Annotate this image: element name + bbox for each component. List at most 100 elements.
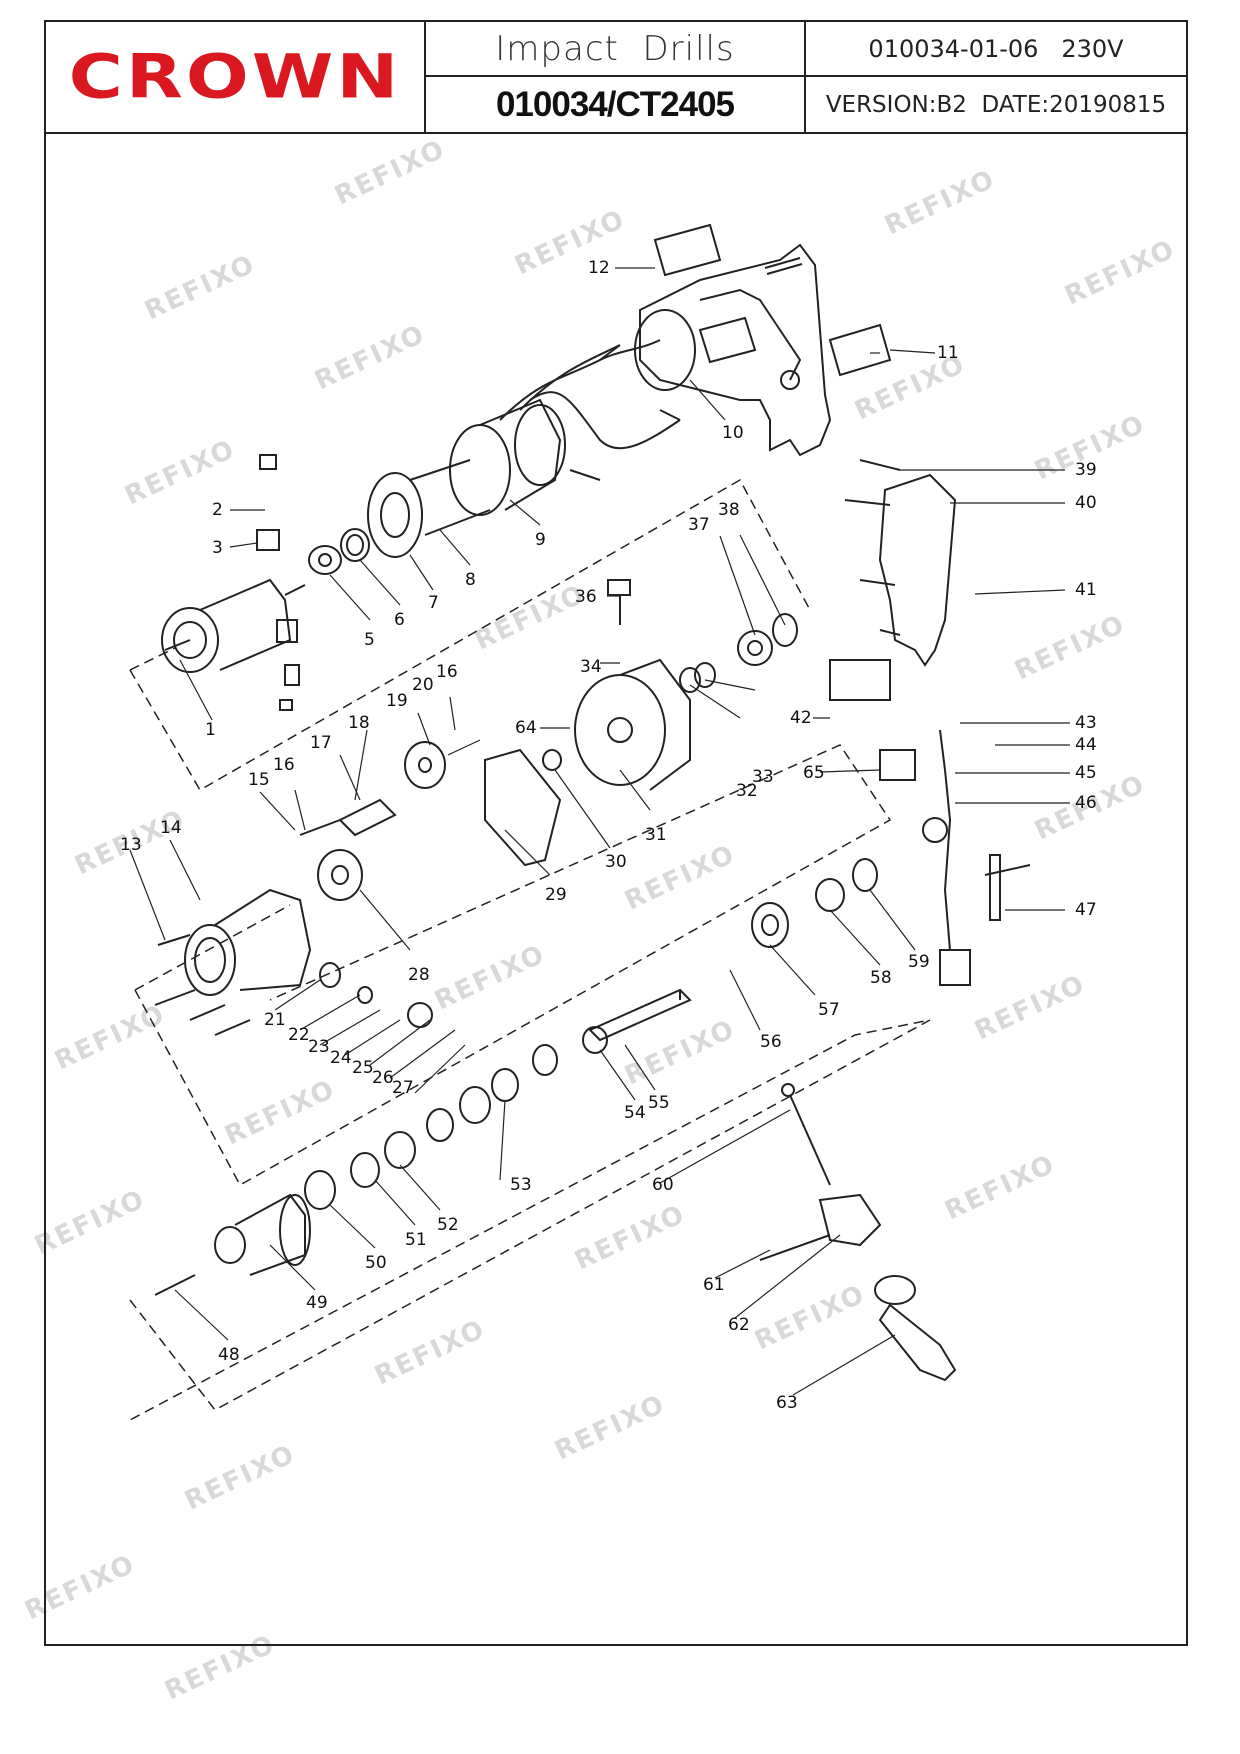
part-label: 23 [308,1037,330,1057]
part-label: 17 [310,733,332,753]
part-label: 46 [1075,793,1097,813]
part-label: 9 [535,530,546,550]
part-label: 28 [408,965,430,985]
product-title: Impact Drills [495,28,735,69]
part-labels: 1 2 3 5 6 7 8 9 10 11 12 13 14 15 16 16 … [120,258,1097,1413]
ring-part-38 [772,613,798,647]
part-label: 19 [386,691,408,711]
circlip-part-50 [304,1170,336,1210]
part-label: 58 [870,968,892,988]
bush-part-30 [542,749,562,771]
leader-lines [129,267,1070,1396]
screw-part-39 [859,459,901,471]
part-label: 29 [545,885,567,905]
bearing-part-37 [737,630,773,666]
model-number: 010034/CT2405 [495,84,735,124]
part-label: 53 [510,1175,532,1195]
chuck-key-part-47 [989,854,1001,921]
part-label: 41 [1075,580,1097,600]
part-label: 11 [937,343,959,363]
screw-part-8 [424,509,491,536]
part-label: 44 [1075,735,1097,755]
power-cord-part-45 [939,729,952,951]
front-housing-part-14 [184,888,312,996]
washer-part-32 [679,667,701,693]
part-label: 8 [465,570,476,590]
part-label: 10 [722,423,744,443]
rod-part-61 [759,1234,831,1261]
part-label: 20 [412,675,434,695]
part-label: 57 [818,1000,840,1020]
gear-part-19 [404,741,446,789]
part-label: 51 [405,1230,427,1250]
part-label: 61 [703,1275,725,1295]
part-label: 63 [776,1393,798,1413]
part-label: 5 [364,630,375,650]
ring-part-6 [340,528,370,562]
stator-part-9 [449,339,681,516]
bearing-part-57 [751,902,789,948]
part-label: 50 [365,1253,387,1273]
part-label: 27 [392,1078,414,1098]
part-label: 1 [205,720,216,740]
part-label: 18 [348,713,370,733]
part-label: 16 [436,662,458,682]
label-part-11 [828,323,892,377]
model-number-cell: 010034/CT2405 [426,77,806,132]
capacitor-part-65 [879,749,916,781]
part-label: 52 [437,1215,459,1235]
part-label: 14 [160,818,182,838]
version-date: VERSION:B2 DATE:20190815 [825,91,1167,118]
part-label: 22 [288,1025,310,1045]
part-label: 13 [120,835,142,855]
product-title-cell: Impact Drills [426,22,806,77]
handle-cover-part-40 [844,459,957,667]
part-label: 37 [688,515,710,535]
gearbox-part-31 [574,658,691,791]
plug [939,949,971,986]
part-label: 65 [803,763,825,783]
part-label: 32 [736,781,758,801]
part-label: 26 [372,1068,394,1088]
part-label: 24 [330,1048,352,1068]
ring-part-56 [532,1044,558,1076]
part-label: 62 [728,1315,750,1335]
disc [874,1275,916,1305]
gear-part-59 [852,858,878,892]
title-block: CROWN Impact Drills 010034/CT2405 010034… [46,22,1186,134]
part-label: 48 [218,1345,240,1365]
part-label: 3 [212,538,223,558]
part-label: 2 [212,500,223,520]
washer-part-33 [694,662,716,688]
brush-part-2 [259,454,277,470]
part-label: 15 [248,770,270,790]
part-label: 56 [760,1032,782,1052]
part-label: 43 [1075,713,1097,733]
part-label: 59 [908,952,930,972]
pin-part-21 [319,962,341,988]
part-label: 54 [624,1103,646,1123]
part-label: 21 [264,1010,286,1030]
armature-part-1 [161,578,306,673]
baffle-part-7 [367,472,423,558]
part-label: 60 [652,1175,674,1195]
doc-code: 010034-01-06 230V [868,34,1124,63]
switch-part-42 [829,659,891,701]
label-inner [698,316,757,364]
part-label: 33 [752,767,774,787]
part-label: 40 [1075,493,1097,513]
washer-part-51 [350,1152,380,1188]
version-cell: VERSION:B2 DATE:20190815 [806,77,1186,132]
clamp-part-62 [818,1193,882,1247]
doc-code-cell: 010034-01-06 230V [806,22,1186,77]
washer-part-52 [384,1131,416,1169]
part-label: 38 [718,500,740,520]
gear-part-58 [815,878,845,912]
washer-part-22 [357,986,373,1004]
bolt-part-60 [789,1094,831,1186]
part-label: 25 [352,1058,374,1078]
screw-part-8 [409,459,471,481]
brush-holder [276,619,298,643]
part-label: 39 [1075,460,1097,480]
part-label: 45 [1075,763,1097,783]
